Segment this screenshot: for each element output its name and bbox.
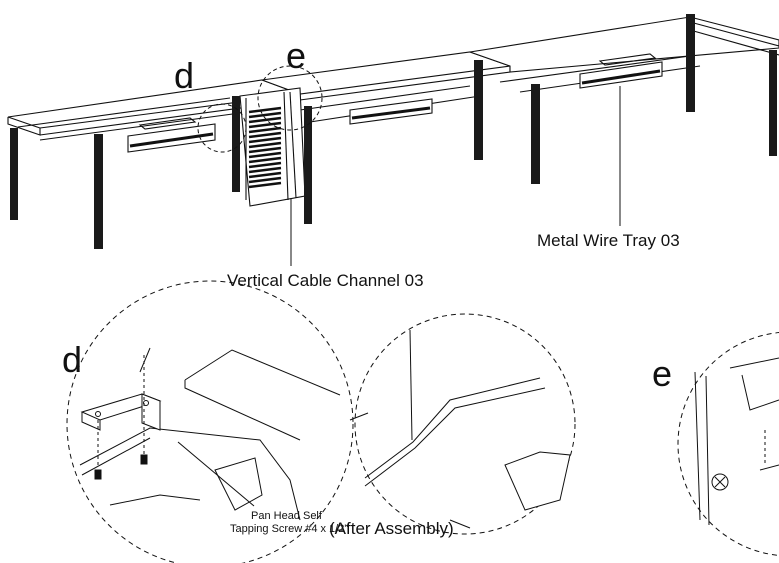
wire-tray-label: Metal Wire Tray 03 (537, 231, 680, 250)
desk-assembly (7, 16, 779, 207)
detail-e-view (677, 332, 779, 556)
screw-label-line2: Tapping Screw #4 x 1/2" (230, 523, 349, 535)
callout-circle-d (197, 103, 247, 153)
cable-channel-fins (248, 106, 282, 189)
detail-connector (349, 412, 369, 421)
cable-channel-label: Vertical Cable Channel 03 (227, 271, 424, 290)
desk-legs (10, 14, 777, 249)
detail-d-view (66, 280, 354, 563)
after-assembly-label: (After Assembly) (329, 519, 454, 538)
callout-label-e-top: e (286, 35, 307, 76)
left-wire-tray (127, 123, 216, 153)
after-assembly-view (354, 313, 576, 535)
screw-label-line1: Pan Head Self (251, 510, 322, 522)
detail-e-screw (711, 473, 729, 491)
callout-label-d-detail: d (62, 339, 83, 380)
callout-label-d-top: d (174, 55, 195, 96)
callout-label-e-detail: e (652, 353, 673, 394)
right-desktop (469, 16, 779, 73)
callout-circle-e (257, 65, 323, 131)
